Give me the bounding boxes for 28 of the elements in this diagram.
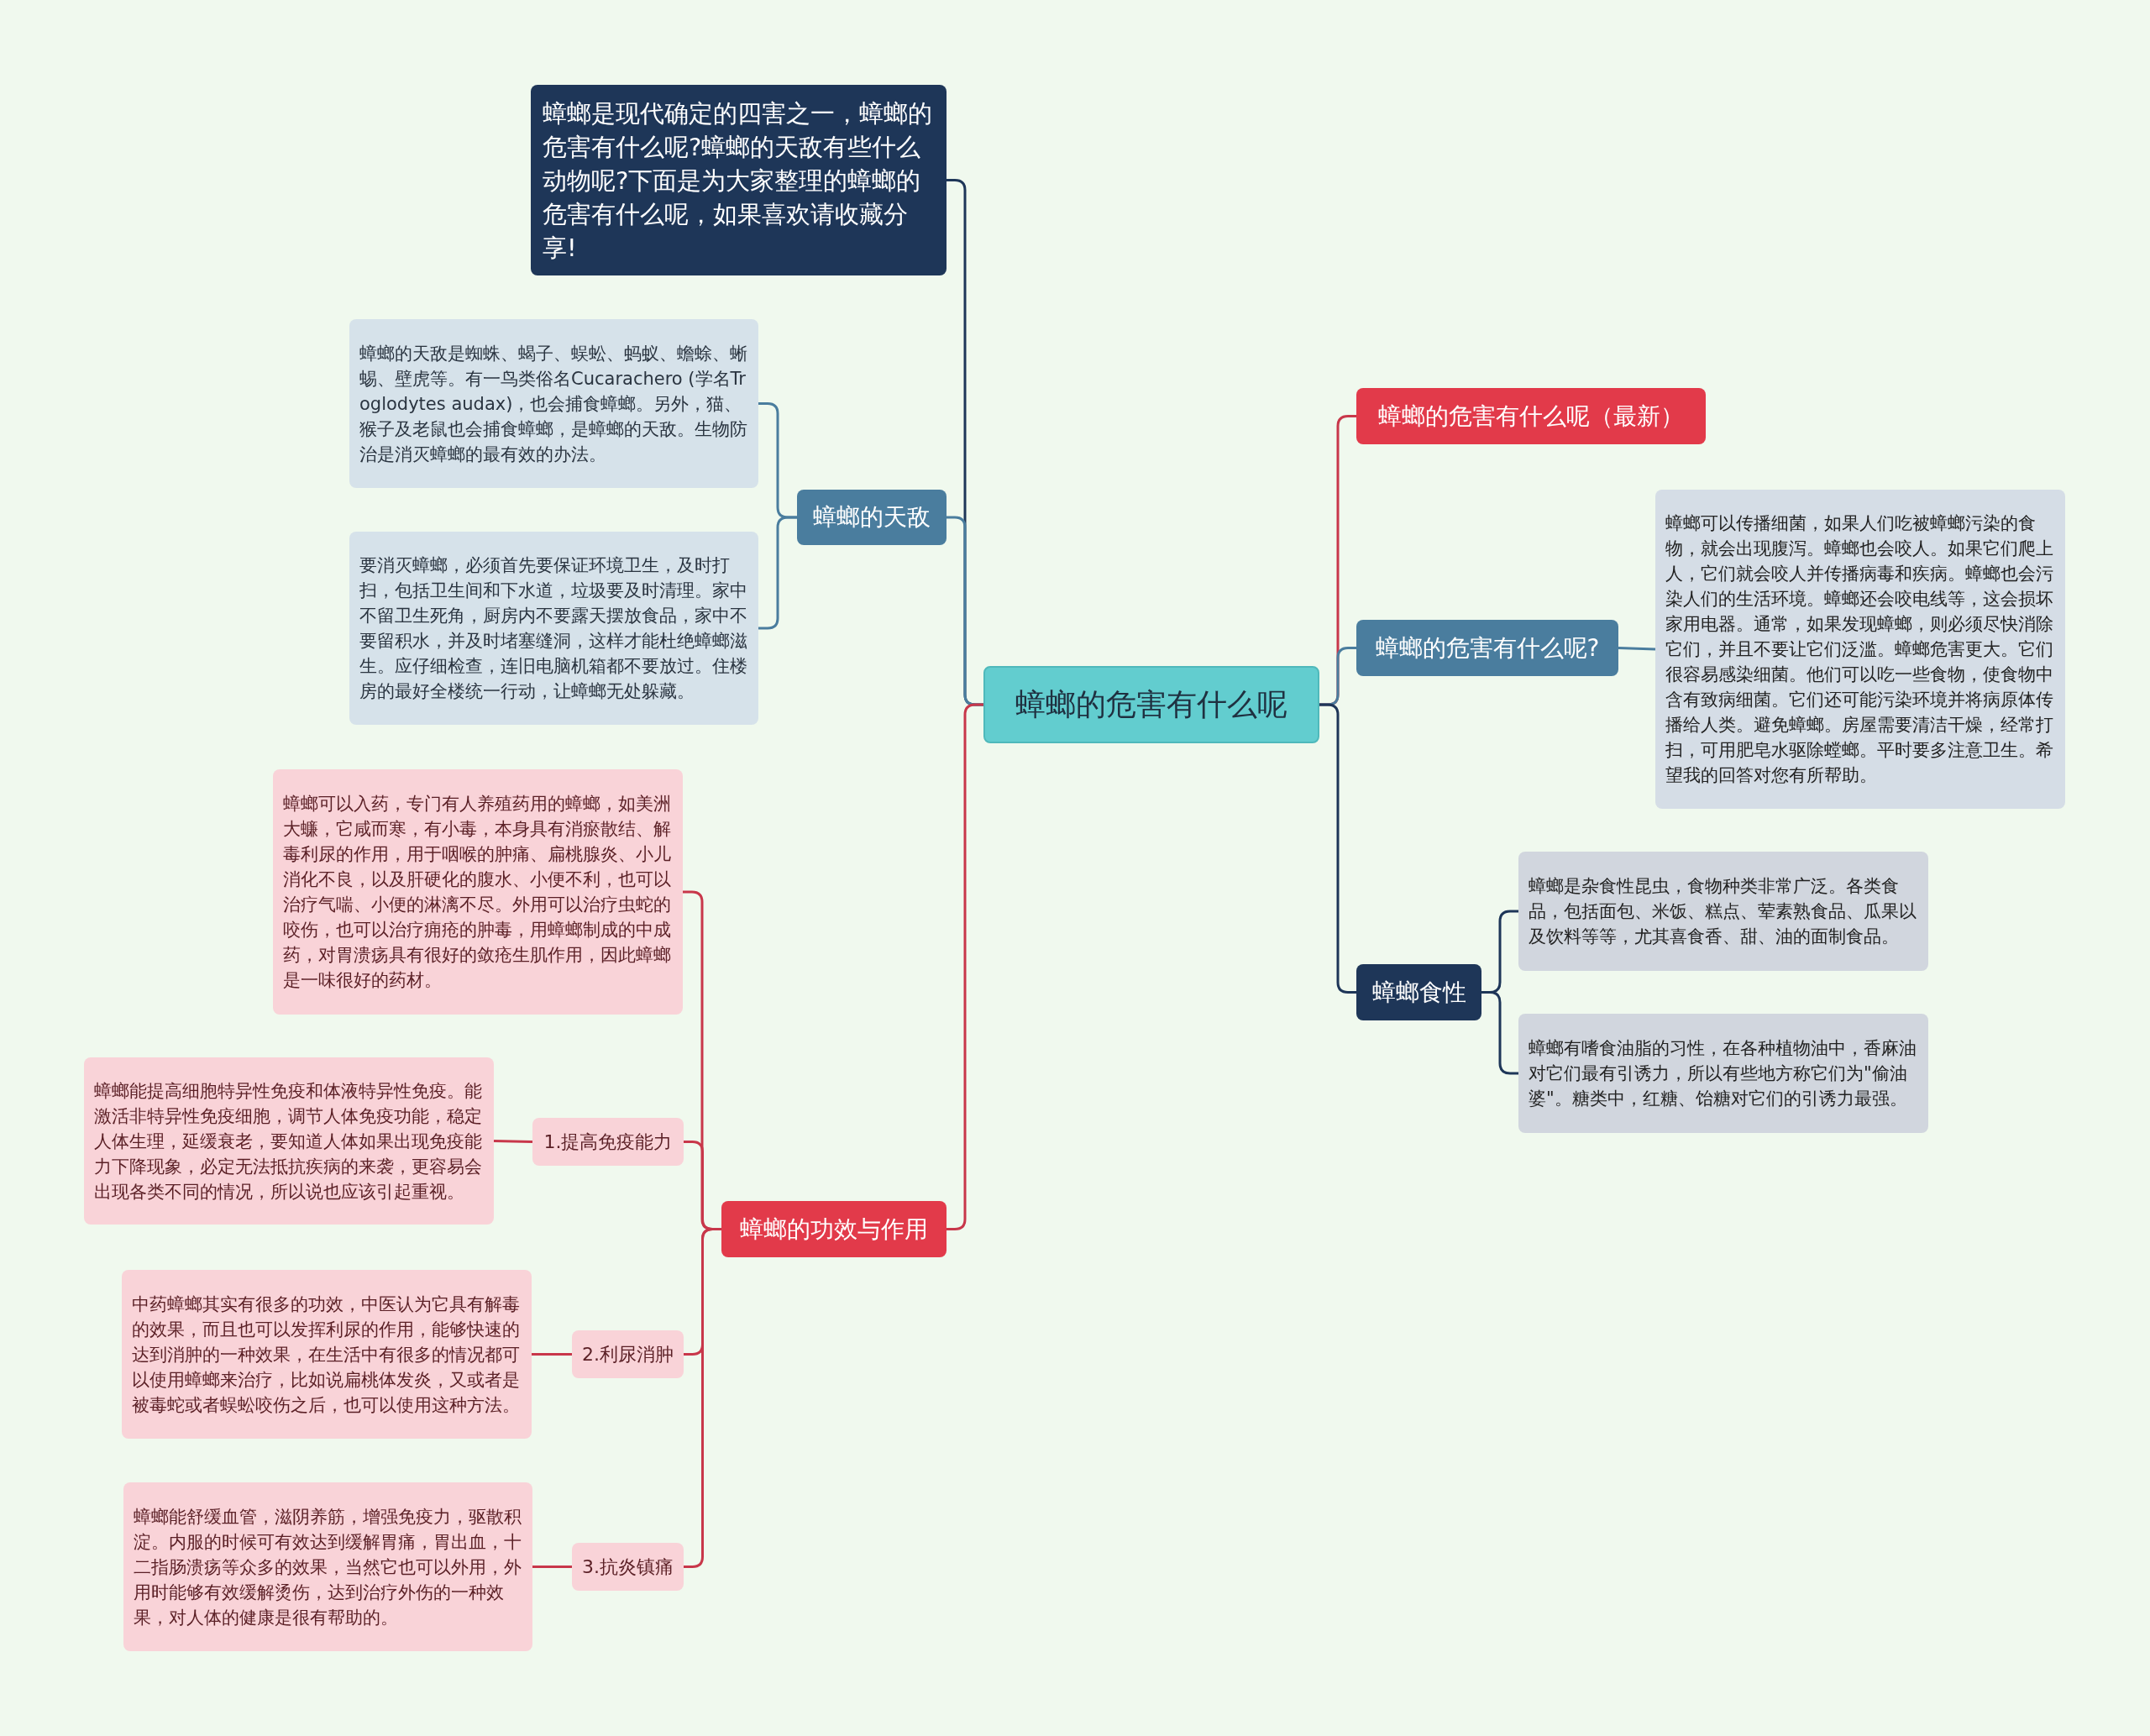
branch-box: 蟑螂的危害有什么呢? xyxy=(1356,620,1618,676)
text-box: 蟑螂能提高细胞特异性免疫和体液特异性免疫。能激活非特异性免疫细胞，调节人体免疫功能，稳定人体生理，延缓衰老，要知道人体如果出现免疫能力下降现象，必定无法抵抗疾病的来袭，更容易会出现各类不同的情况，所以说也应该引起重视。 xyxy=(84,1057,494,1225)
branch-box: 蟑螂的功效与作用 xyxy=(721,1201,947,1257)
branch-box: 蟑螂的天敌 xyxy=(797,490,947,545)
branch-box: 蟑螂的危害有什么呢（最新） xyxy=(1356,388,1706,444)
subtopic-box: 3.抗炎镇痛 xyxy=(572,1543,684,1591)
intro-box: 蟑螂是现代确定的四害之一，蟑螂的危害有什么呢?蟑螂的天敌有些什么动物呢?下面是为大家整理的蟑螂的危害有什么呢，如果喜欢请收藏分享! xyxy=(531,85,947,275)
connector-line xyxy=(1319,703,1356,994)
text-box: 蟑螂可以传播细菌，如果人们吃被蟑螂污染的食物，就会出现腹泻。蟑螂也会咬人。如果它们爬上人，它们就会咬人并传播病毒和疾病。蟑螂也会污染人们的生活环境。蟑螂还会咬电线等，这会损坏家用电器。通常，如果发现蟑螂，则必须尽快消除它们，并且不要让它们泛滥。蟑螂危害更大。它们很容易感染细菌。他们可以吃一些食物，使食物中含有致病细菌。它们还可能污染环境并将病原体传播给人类。避免蟑螂。房屋需要清洁干燥，经常打扫，可用肥皂水驱除螳螂。平时要多注意卫生。希望我的回答对您有所帮助。 xyxy=(1655,490,2065,809)
connector-line xyxy=(1618,647,1656,651)
connector-line xyxy=(1481,991,1518,1075)
text-box: 中药蟑螂其实有很多的功效，中医认为它具有解毒的效果，而且也可以发挥利尿的作用，能够快速的达到消肿的一种效果，在生活中有很多的情况都可以使用蟑螂来治疗，比如说扁桃体发炎，又或者是被毒蛇或者蜈蚣咬伤之后，也可以使用这种方法。 xyxy=(122,1270,532,1439)
topic-box: 蟑螂的危害有什么呢 xyxy=(983,666,1319,743)
connector-line xyxy=(532,1566,572,1568)
text-box: 蟑螂是杂食性昆虫，食物种类非常广泛。各类食品，包括面包、米饭、糕点、荤素熟食品、瓜果以及饮料等等，尤其喜食香、甜、油的面制食品。 xyxy=(1518,852,1928,971)
connector-line xyxy=(684,1228,721,1568)
text-box: 蟑螂可以入药，专门有人养殖药用的蟑螂，如美洲大蠊，它咸而寒，有小毒，本身具有消瘀散结、解毒利尿的作用，用于咽喉的肿痛、扁桃腺炎、小儿消化不良，以及肝硬化的腹水、小便不利，也可以治疗气喘、小便的淋漓不尽。外用可以治疗虫蛇的咬伤，也可以治疗痈疮的肿毒，用蟑螂制成的中成药，对胃溃疡具有很好的敛疮生肌作用，因此蟑螂是一味很好的药材。 xyxy=(273,769,683,1015)
connector-line xyxy=(532,1353,572,1356)
branch-box: 蟑螂食性 xyxy=(1356,964,1481,1020)
connector-line xyxy=(493,1140,533,1143)
subtopic-box: 1.提高免疫能力 xyxy=(532,1118,684,1166)
subtopic-box: 2.利尿消肿 xyxy=(572,1330,684,1378)
connector-line xyxy=(947,703,983,1230)
text-box: 蟑螂有嗜食油脂的习性，在各种植物油中，香麻油对它们最有引诱力，所以有些地方称它们为"偷油婆"。糖类中，红糖、饴糖对它们的引诱力最强。 xyxy=(1518,1014,1928,1133)
text-box: 蟑螂的天敌是蜘蛛、蝎子、蜈蚣、蚂蚁、蟾蜍、蜥蜴、壁虎等。有一鸟类俗名Cucarachero (学名Troglodytes audax)，也会捕食蟑螂。另外，猫、猴子及老鼠也会捕食蟑螂，是蟑螂的天敌。生物防治是消灭蟑螂的最有效的办法。 xyxy=(349,319,758,488)
text-box: 蟑螂能舒缓血管，滋阴养筋，增强免疫力，驱散积淀。内服的时候可有效达到缓解胃痛，胃出血，十二指肠溃疡等众多的效果，当然它也可以外用，外用时能够有效缓解烫伤，达到治疗外伤的一种效果，对人体的健康是很有帮助的。 xyxy=(123,1482,532,1651)
connector-line xyxy=(758,516,797,630)
text-box: 要消灭蟑螂，必须首先要保证环境卫生，及时打扫，包括卫生间和下水道，垃圾要及时清理。家中不留卫生死角，厨房内不要露天摆放食品，家中不要留积水，并及时堵塞缝洞，这样才能杜绝蟑螂滋生。应仔细检查，连旧电脑机箱都不要放过。住楼房的最好全楼统一行动，让蟑螂无处躲藏。 xyxy=(349,532,758,725)
